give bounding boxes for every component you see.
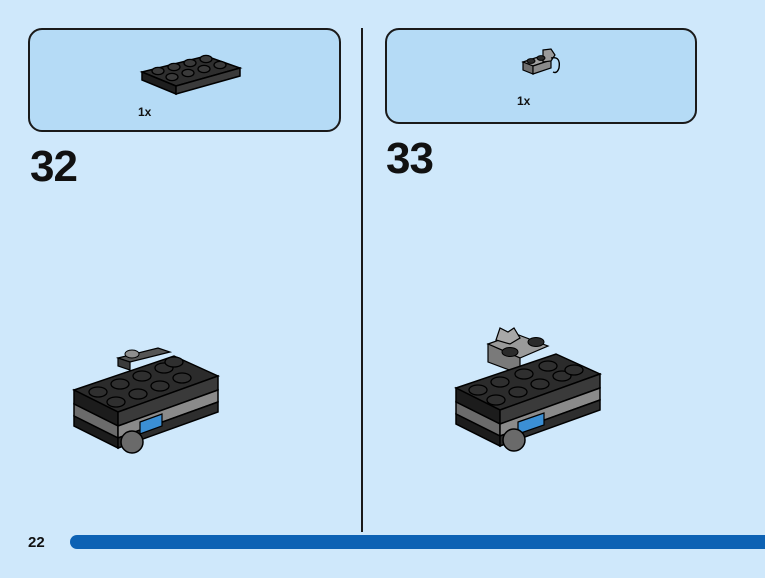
gray-clip-bracket-icon <box>521 48 561 75</box>
part-quantity: 1x <box>138 105 152 119</box>
part-quantity: 1x <box>517 94 531 108</box>
parts-callout-step-33: 1x <box>385 28 697 124</box>
black-plate-2x4-icon <box>139 54 243 96</box>
step-divider <box>361 28 363 532</box>
car-chassis-model-step-32 <box>72 347 220 454</box>
parts-callout-step-32: 1x <box>28 28 341 132</box>
step-number: 33 <box>386 134 434 183</box>
step-number: 32 <box>30 142 78 191</box>
car-chassis-model-step-33 <box>454 327 602 452</box>
page-number: 22 <box>28 534 45 551</box>
page-progress-bar <box>70 535 765 549</box>
